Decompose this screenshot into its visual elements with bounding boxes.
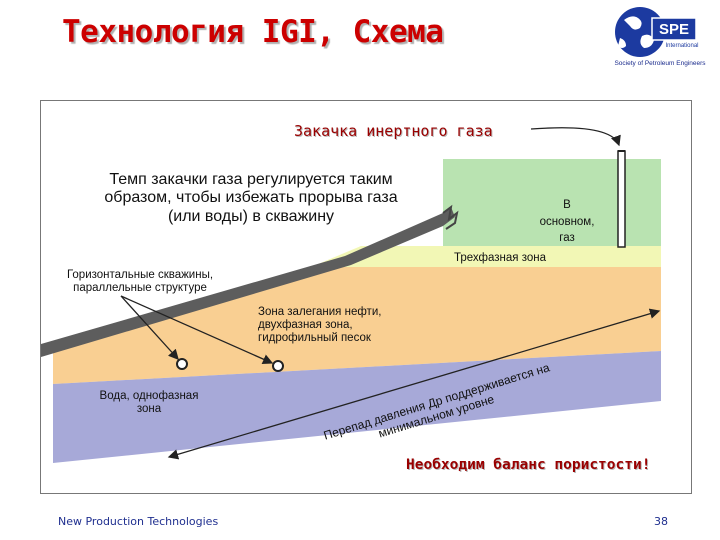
balance-note: Необходим баланс пористости!: [406, 457, 651, 473]
logo-caption: Society of Petroleum Engineers: [614, 60, 706, 67]
diagram-frame: Перепад давления Др поддерживается на ми…: [40, 100, 692, 494]
logo-subtext: International: [665, 43, 698, 49]
three-phase-label: Трехфазная зона: [454, 252, 546, 264]
three-phase-zone: [311, 246, 661, 267]
reservoir-diagram: Перепад давления Др поддерживается на ми…: [41, 127, 661, 463]
oil-zone-line-2: двухфазная зона,: [258, 319, 353, 332]
page-number: 38: [654, 515, 668, 528]
footer-text: New Production Technologies: [58, 515, 219, 528]
horizontal-wells-label: Горизонтальные скважины, параллельные ст…: [45, 269, 235, 295]
gas-zone-line-2: основном,: [539, 215, 595, 228]
gas-zone-label: В основном, газ: [527, 197, 607, 247]
oil-zone-label: Зона залегания нефти, двухфазная зона, г…: [258, 306, 381, 346]
horizontal-well-1: [176, 358, 188, 370]
slide-title: Технология IGI, Схема: [62, 14, 444, 50]
injection-note: Темп закачки газа регулируется таким обр…: [61, 171, 441, 226]
water-zone-line-1: Вода, однофазная: [99, 390, 199, 402]
oil-zone-line-1: Зона залегания нефти,: [258, 306, 382, 318]
injection-well: [617, 150, 626, 248]
water-zone-line-2: зона: [136, 403, 162, 416]
injection-label: Закачка инертного газа: [294, 122, 493, 140]
injection-arrow: [530, 127, 621, 147]
horizontal-wells-line-1: Горизонтальные скважины,: [66, 269, 214, 281]
water-zone-label: Вода, однофазная зона: [79, 390, 219, 416]
logo-text: SPE: [659, 21, 689, 38]
gas-zone-line-3: газ: [559, 232, 575, 245]
gas-zone-line-1: В: [563, 199, 571, 211]
spe-logo: SPE International: [602, 0, 718, 75]
cap-rock-break: [442, 204, 459, 230]
oil-zone-line-3: гидрофильный песок: [258, 332, 371, 345]
balance-arrow: [167, 308, 661, 460]
injection-note-line-3: (или воды) в скважину: [167, 207, 335, 225]
horizontal-wells-line-2: параллельные структуре: [73, 282, 207, 295]
gas-zone: [443, 159, 661, 246]
cap-rock: [41, 207, 455, 357]
horizontal-well-2: [272, 360, 284, 372]
injection-note-line-1: Темп закачки газа регулируется таким: [109, 171, 393, 188]
injection-note-line-2: образом, чтобы избежать прорыва газа: [104, 189, 398, 207]
